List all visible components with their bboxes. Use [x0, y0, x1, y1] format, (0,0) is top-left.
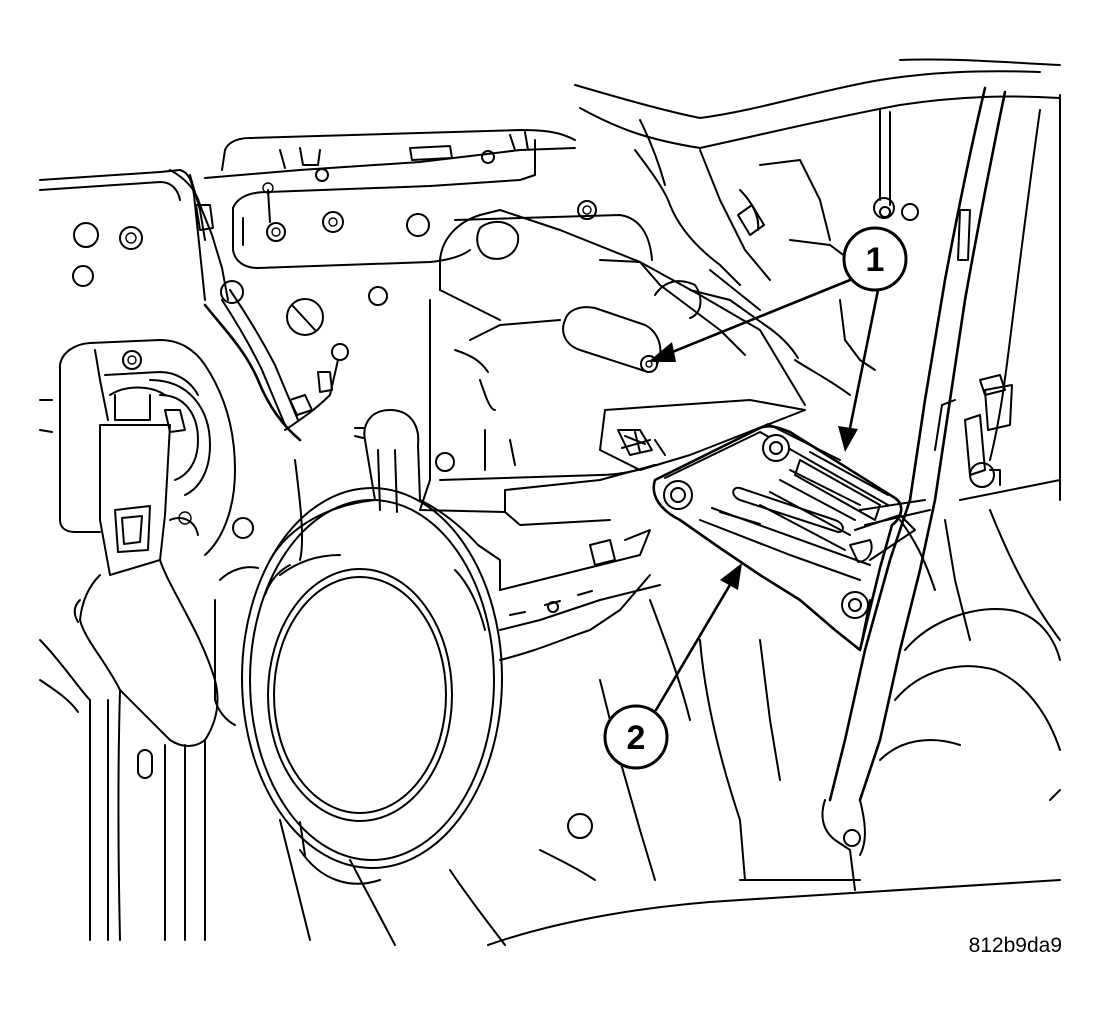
panel-holes — [72, 150, 919, 839]
callout-1-arrowhead-a — [648, 342, 676, 362]
speaker — [241, 409, 503, 885]
left-frame — [39, 169, 299, 433]
callout-1-arrowhead-b — [838, 426, 858, 452]
regulator-panel — [354, 209, 806, 526]
callout-1-number: 1 — [866, 241, 885, 279]
wiring-harness — [203, 303, 349, 561]
callout-1: 1 — [648, 226, 908, 452]
callout-2-circle — [603, 704, 669, 770]
callout-2-leader — [654, 576, 736, 712]
seat-belt-retractor — [59, 339, 236, 747]
callout-2-arrowhead — [720, 563, 742, 590]
figure-id-label: 812b9da9 — [969, 934, 1062, 957]
upper-right-mechanism — [634, 109, 895, 396]
callout-1-leader-a — [658, 278, 852, 359]
motor-label-plate — [599, 399, 806, 471]
callout-2-number: 2 — [627, 719, 646, 757]
upper-rail — [204, 129, 576, 269]
callout-2: 2 — [603, 563, 742, 770]
regulator-bracket — [652, 423, 931, 652]
right-pillar — [821, 86, 1061, 891]
left-pillar — [39, 639, 206, 941]
callout-1-leader-b — [846, 288, 880, 440]
speaker-bracket — [477, 529, 661, 661]
callout-1-circle — [842, 226, 908, 292]
